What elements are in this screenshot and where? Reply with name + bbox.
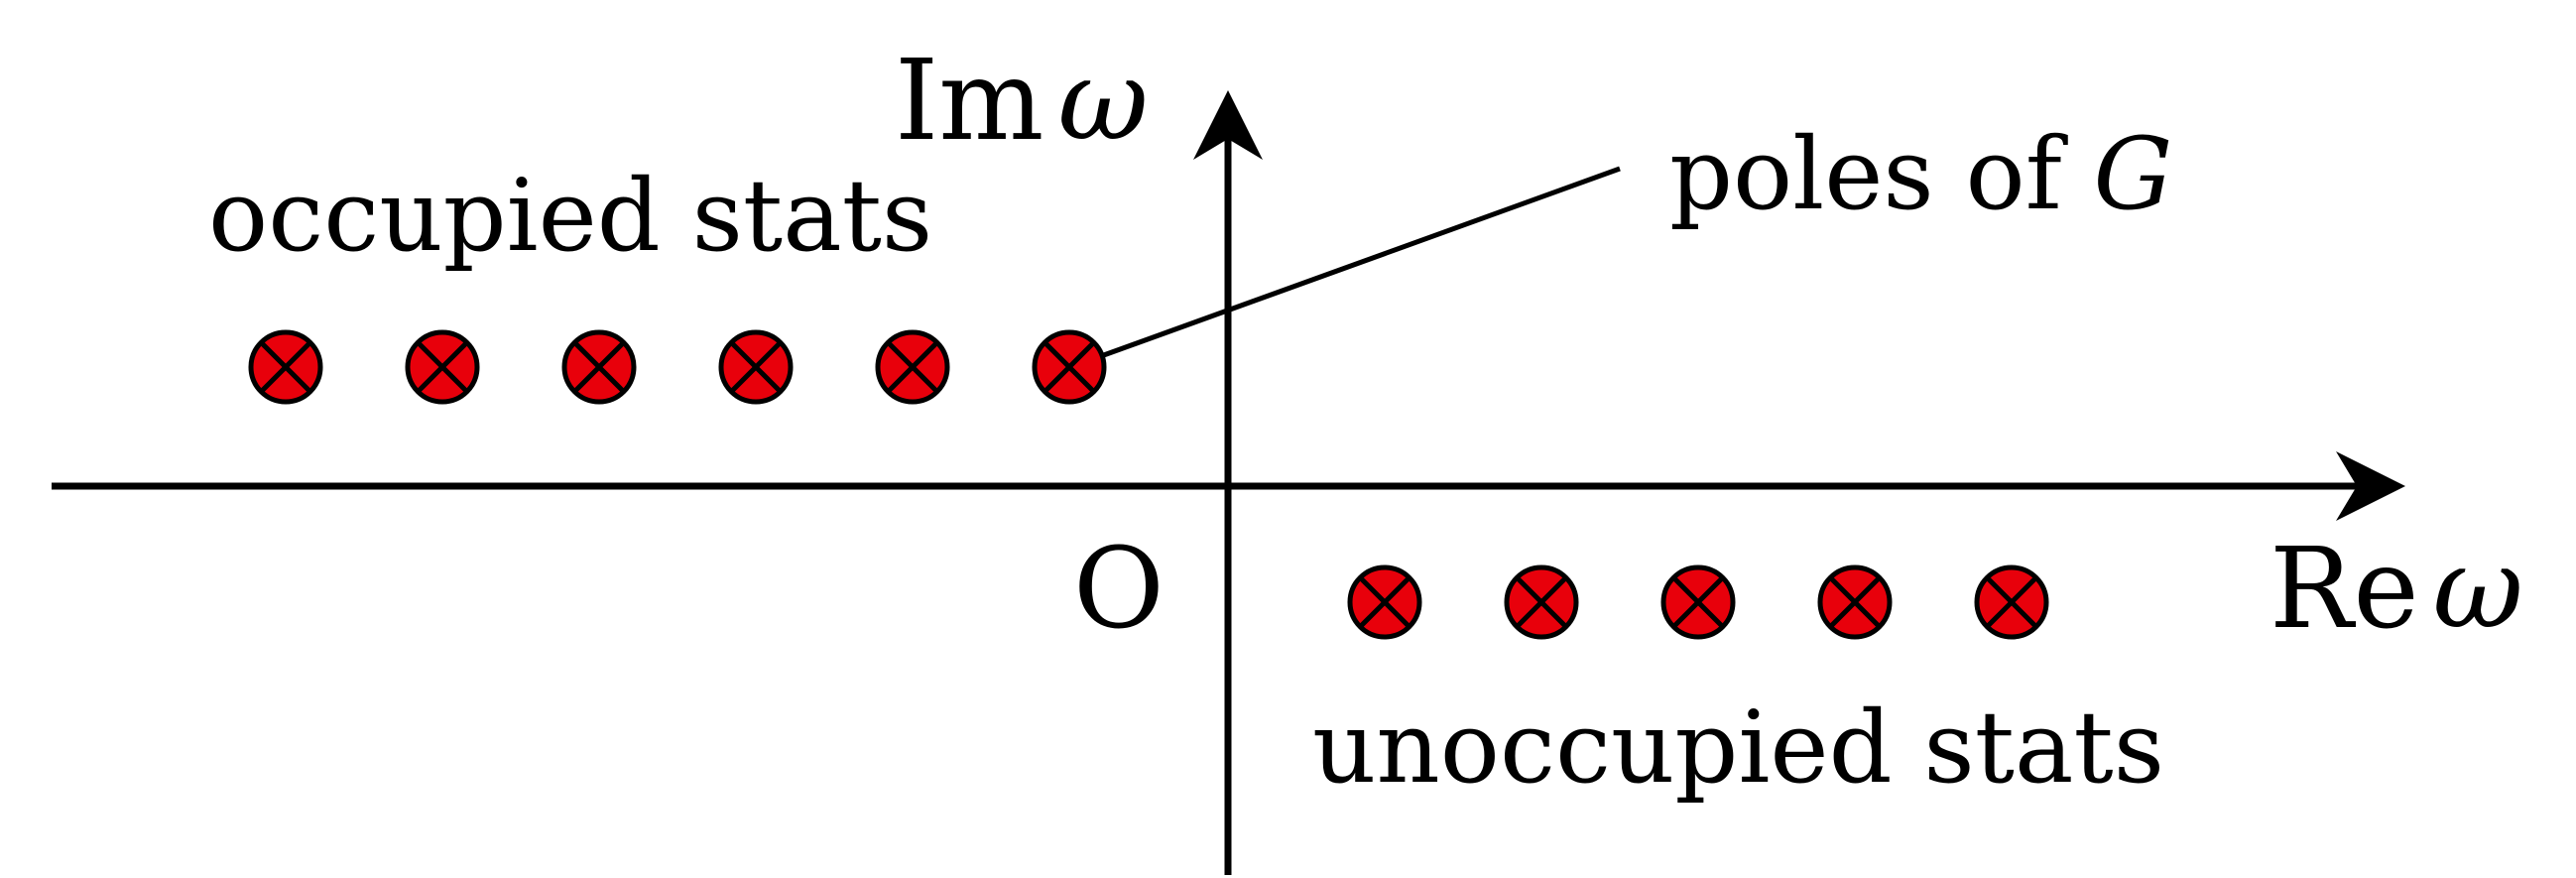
real-axis-label-var: ω	[2433, 525, 2523, 654]
circled-x-icon	[1974, 564, 2049, 640]
circled-x-icon	[561, 329, 637, 405]
circled-x-icon	[1817, 564, 1893, 640]
circled-x-icon	[1660, 564, 1736, 640]
imaginary-axis-label-re: Im	[895, 37, 1043, 166]
origin-label: O	[1073, 525, 1165, 654]
circled-x-icon	[1032, 329, 1107, 405]
circled-x-icon	[248, 329, 323, 405]
unoccupied-poles	[1347, 564, 2049, 640]
poles-of-g-prefix: poles of	[1669, 116, 2094, 232]
poles-of-g-var: G	[2094, 116, 2173, 232]
poles-of-g-label: poles of G	[1669, 116, 2172, 232]
unoccupied-states-label: unoccupied stats	[1312, 690, 2164, 806]
circled-x-icon	[1504, 564, 1579, 640]
circled-x-icon	[718, 329, 794, 405]
circled-x-icon	[405, 329, 480, 405]
circled-x-icon	[1347, 564, 1422, 640]
real-axis-label-re: Re	[2269, 525, 2419, 654]
occupied-states-label: occupied stats	[208, 158, 932, 274]
imaginary-axis-label-var: ω	[1057, 37, 1148, 166]
occupied-poles	[248, 329, 1107, 405]
circled-x-icon	[875, 329, 950, 405]
poles-leader-line	[1075, 166, 1621, 368]
